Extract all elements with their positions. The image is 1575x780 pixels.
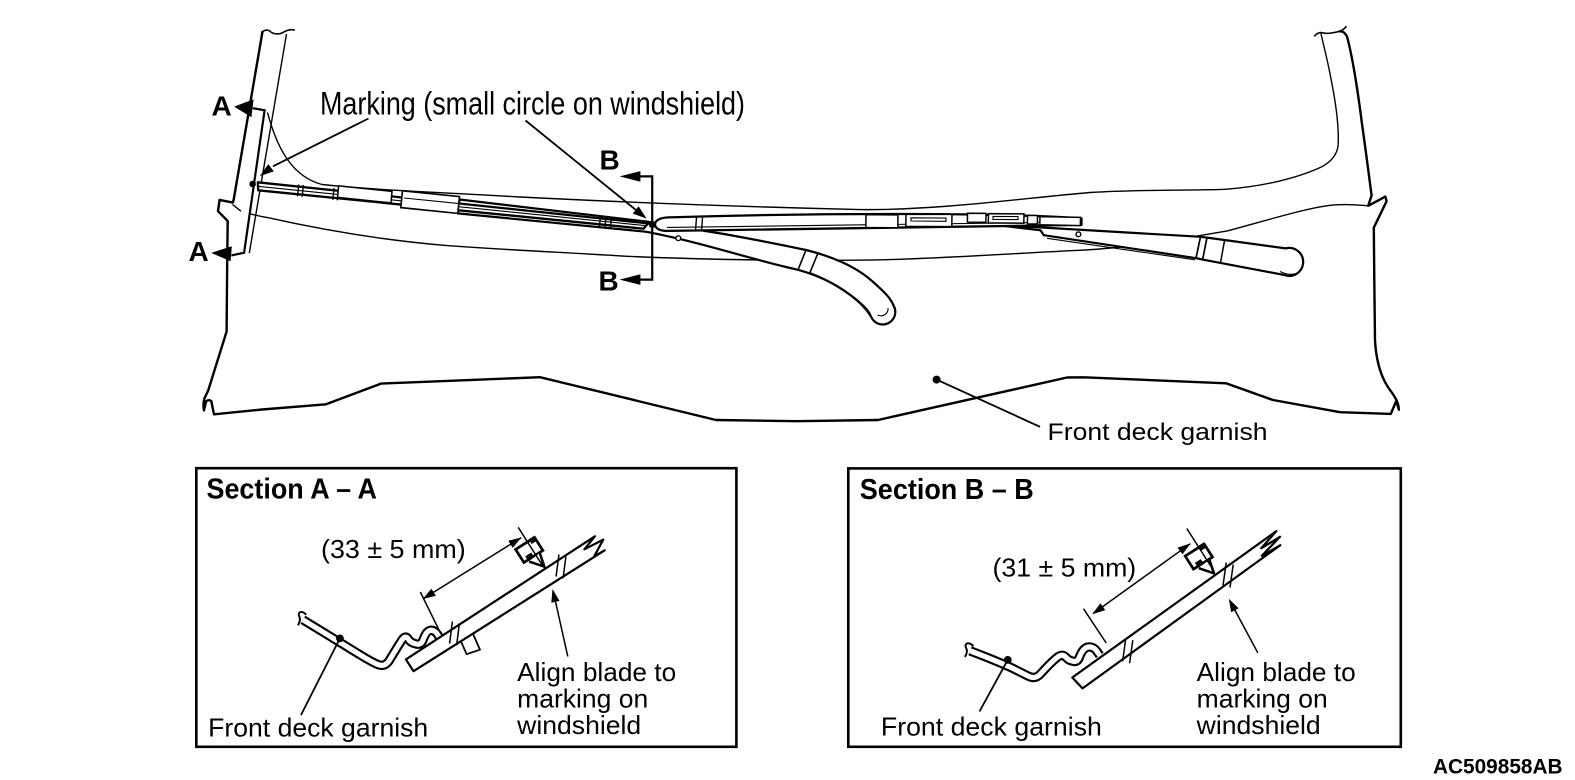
svg-text:windshield: windshield — [516, 710, 641, 740]
svg-text:B: B — [600, 144, 620, 175]
svg-text:AC509858AB: AC509858AB — [1433, 755, 1563, 779]
svg-text:B: B — [599, 265, 619, 296]
svg-text:windshield: windshield — [1196, 710, 1321, 740]
svg-text:Align blade to: Align blade to — [1197, 657, 1356, 687]
svg-text:Front deck garnish: Front deck garnish — [1048, 419, 1268, 446]
svg-text:(33 ± 5 mm): (33 ± 5 mm) — [321, 534, 466, 564]
svg-text:marking on: marking on — [517, 684, 648, 714]
svg-text:Align blade to: Align blade to — [517, 657, 676, 687]
svg-text:Marking (small circle on winds: Marking (small circle on windshield) — [320, 86, 745, 122]
svg-text:(31 ± 5 mm): (31 ± 5 mm) — [993, 552, 1137, 582]
svg-text:Section B – B: Section B – B — [860, 474, 1034, 506]
svg-text:A: A — [189, 236, 209, 267]
svg-text:marking on: marking on — [1197, 684, 1328, 714]
svg-text:Front deck garnish: Front deck garnish — [881, 712, 1102, 742]
svg-text:Section A – A: Section A – A — [207, 474, 378, 506]
svg-text:Front deck garnish: Front deck garnish — [208, 713, 428, 743]
svg-text:A: A — [212, 91, 232, 122]
